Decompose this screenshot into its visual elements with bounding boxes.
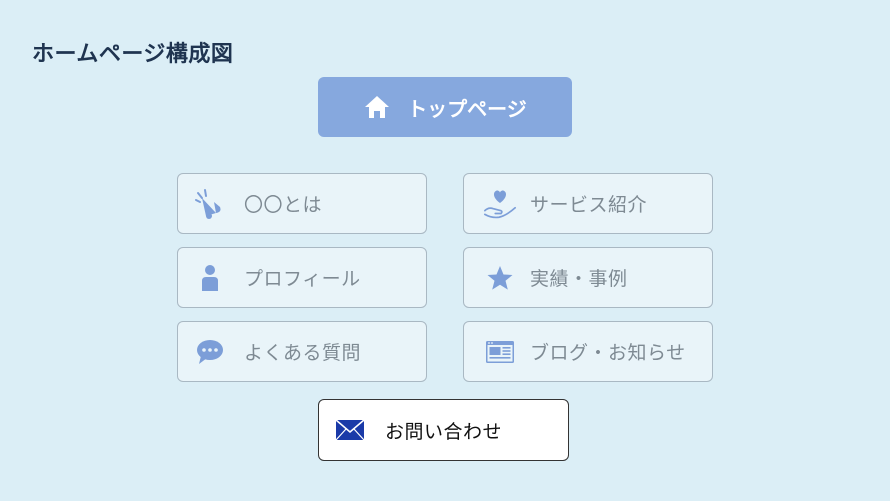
- chat-bubble-icon: [192, 334, 228, 370]
- card-blog-label: ブログ・お知らせ: [530, 342, 686, 364]
- card-faq[interactable]: よくある質問: [177, 321, 427, 382]
- home-icon: [363, 93, 391, 121]
- card-faq-label: よくある質問: [244, 342, 362, 364]
- card-services-label: サービス紹介: [530, 194, 648, 216]
- page-title: ホームページ構成図: [32, 42, 234, 67]
- contact-label: お問い合わせ: [385, 420, 503, 443]
- contact-button[interactable]: お問い合わせ: [318, 399, 569, 461]
- card-achievements-label: 実績・事例: [530, 268, 628, 290]
- top-page-label: トップページ: [407, 96, 527, 121]
- card-profile-label: プロフィール: [244, 268, 361, 290]
- card-about[interactable]: 〇〇とは: [177, 173, 427, 234]
- person-icon: [192, 260, 228, 296]
- card-blog[interactable]: ブログ・お知らせ: [463, 321, 713, 382]
- browser-window-icon: [482, 334, 518, 370]
- star-icon: [482, 260, 518, 296]
- card-achievements[interactable]: 実績・事例: [463, 247, 713, 308]
- megaphone-icon: [192, 186, 228, 222]
- card-services[interactable]: サービス紹介: [463, 173, 713, 234]
- top-page-button[interactable]: トップページ: [318, 77, 572, 137]
- card-about-label: 〇〇とは: [244, 194, 323, 216]
- heart-hand-icon: [482, 186, 518, 222]
- envelope-icon: [335, 419, 365, 441]
- card-profile[interactable]: プロフィール: [177, 247, 427, 308]
